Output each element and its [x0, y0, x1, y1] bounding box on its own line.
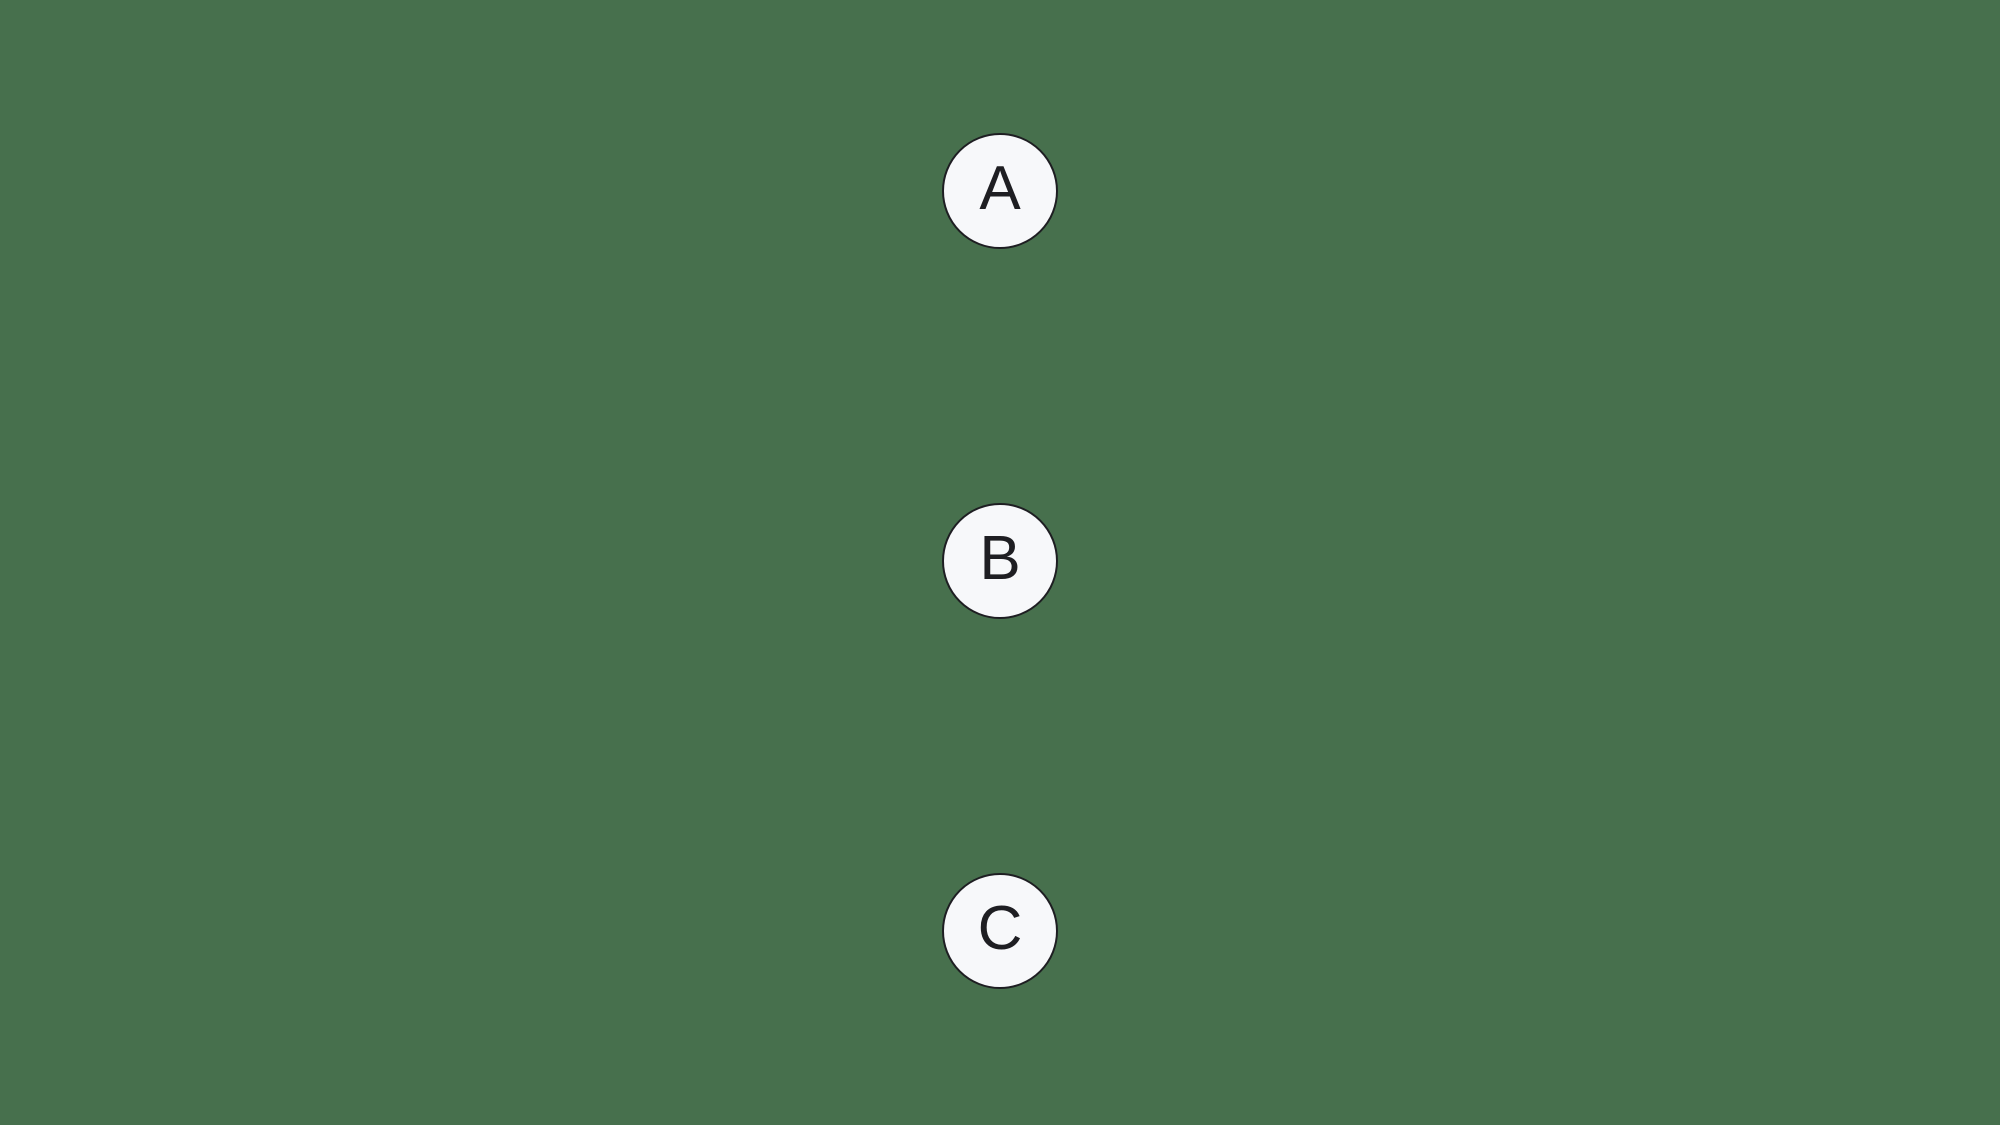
- node-b-label: B: [979, 524, 1021, 593]
- node-b[interactable]: B: [942, 503, 1058, 619]
- node-c[interactable]: C: [942, 873, 1058, 989]
- node-c-label: C: [977, 894, 1023, 963]
- node-a-label: A: [979, 154, 1021, 223]
- node-a[interactable]: A: [942, 133, 1058, 249]
